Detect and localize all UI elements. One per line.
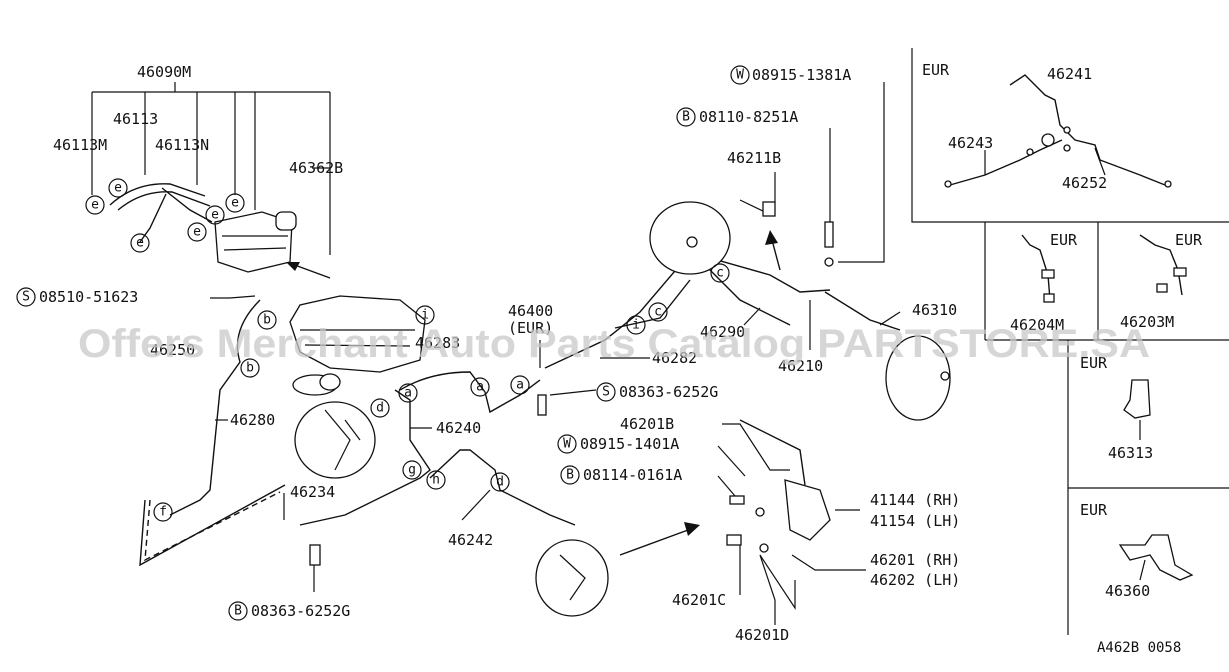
callout-letter-c: c [716, 266, 724, 281]
callout-letter-g: g [408, 463, 416, 478]
part-label-08110-8251a: 08110-8251A [699, 108, 798, 126]
callout-letter-b: b [263, 313, 271, 328]
part-label-46362b: 46362B [289, 159, 343, 177]
eur-inset-46203m: EUR 46203M [1120, 231, 1203, 331]
callout-letter-i: i [632, 318, 640, 333]
leader-lines [210, 82, 901, 625]
part-label-08114-0161a: 08114-0161A [583, 466, 682, 484]
part-label-46113: 46113 [113, 110, 158, 128]
callout-letter-b: b [246, 361, 254, 376]
part-label-46313: 46313 [1108, 444, 1153, 462]
callout-circle [85, 195, 105, 215]
part-label-46201d: 46201D [735, 626, 789, 644]
eur-tag: EUR [1050, 231, 1078, 249]
callout-letter-i: i [421, 308, 429, 323]
callout-letter-a: a [404, 386, 412, 401]
washer-marker-icon: W [563, 437, 571, 452]
hardware-markers: S B S W B W B [16, 65, 750, 621]
letter-callouts: e e e e e e b b i a a a d g h d f c c [85, 178, 730, 522]
part-label-46113n: 46113N [155, 136, 209, 154]
part-label-46201c: 46201C [672, 591, 726, 609]
part-label-46240: 46240 [436, 419, 481, 437]
callout-letter-a: a [516, 378, 524, 393]
part-label-41144-rh: 41144 (RH) [870, 491, 960, 509]
eur-inset-46241: EUR 46241 46243 46252 [922, 61, 1172, 192]
inset-frames [911, 48, 1229, 635]
part-label-46282: 46282 [652, 349, 697, 367]
part-label-46234: 46234 [290, 483, 335, 501]
eur-tag: EUR [1080, 501, 1108, 519]
part-label-46310: 46310 [912, 301, 957, 319]
callout-letter-c: c [654, 305, 662, 320]
part-label-46250: 46250 [150, 341, 195, 359]
part-label-46210: 46210 [778, 357, 823, 375]
part-label-46090m: 46090M [137, 63, 191, 81]
screw-marker-icon: S [602, 385, 610, 400]
eur-inset-46204m: EUR 46204M [1010, 231, 1078, 334]
part-labels: 46090M 46113 46113M 46113N 46362B 08510-… [39, 63, 960, 644]
master-cylinder-group [91, 82, 426, 396]
part-label-08510-51623: 08510-51623 [39, 288, 138, 306]
part-label-46243: 46243 [948, 134, 993, 152]
part-label-46204m: 46204M [1010, 316, 1064, 334]
part-label-08363-6252g: 08363-6252G [251, 602, 350, 620]
part-label-46400-eur: (EUR) [508, 319, 553, 337]
eur-tag: EUR [1175, 231, 1203, 249]
diagram-reference-code: A462B 0058 [1097, 640, 1181, 656]
callout-letter-e: e [136, 236, 144, 251]
part-label-46400: 46400 [508, 302, 553, 320]
bolt-marker-icon: B [566, 468, 574, 483]
part-label-46242: 46242 [448, 531, 493, 549]
bolt-marker-icon: B [682, 110, 690, 125]
eur-inset-46313: EUR 46313 [1080, 354, 1153, 462]
part-label-46252: 46252 [1062, 174, 1107, 192]
eur-tag: EUR [1080, 354, 1108, 372]
callout-letter-d: d [496, 475, 504, 490]
callout-letter-e: e [114, 181, 122, 196]
part-label-46280: 46280 [230, 411, 275, 429]
callout-letter-e: e [211, 208, 219, 223]
part-label-08363-6252g-mid: 08363-6252G [619, 383, 718, 401]
brake-pipes [139, 199, 951, 617]
part-label-46241: 46241 [1047, 65, 1092, 83]
eur-tag: EUR [922, 61, 950, 79]
callout-letter-e: e [231, 196, 239, 211]
part-label-46202-lh: 46202 (LH) [870, 571, 960, 589]
callout-letter-h: h [432, 473, 440, 488]
screw-marker-icon: S [22, 290, 30, 305]
part-label-46283: 46283 [415, 334, 460, 352]
callout-letter-a: a [476, 380, 484, 395]
part-label-08915-1381a: 08915-1381A [752, 66, 851, 84]
part-label-46360: 46360 [1105, 582, 1150, 600]
part-label-46201-rh: 46201 (RH) [870, 551, 960, 569]
callout-letter-e: e [91, 198, 99, 213]
watermark-text: Offers Merchant Auto Parts Catalog PARTS… [78, 322, 1150, 366]
callout-letter-f: f [159, 505, 167, 520]
part-label-46201b: 46201B [620, 415, 674, 433]
part-label-08915-1401a: 08915-1401A [580, 435, 679, 453]
callout-letter-d: d [376, 401, 384, 416]
part-label-46113m: 46113M [53, 136, 107, 154]
washer-marker-icon: W [736, 68, 744, 83]
callout-letter-e: e [193, 225, 201, 240]
part-label-46211b: 46211B [727, 149, 781, 167]
part-label-41154-lh: 41154 (LH) [870, 512, 960, 530]
eur-inset-46360: EUR 46360 [1080, 501, 1194, 600]
part-label-46290: 46290 [700, 323, 745, 341]
bolt-marker-icon: B [234, 604, 242, 619]
part-label-46203m: 46203M [1120, 313, 1174, 331]
